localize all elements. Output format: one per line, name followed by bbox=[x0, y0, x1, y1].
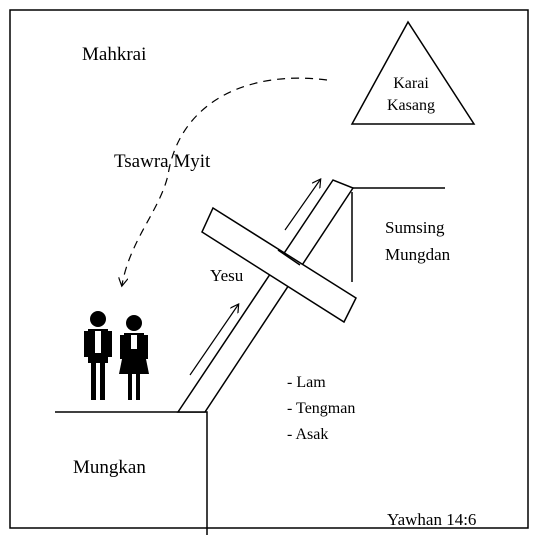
label-yesu: Yesu bbox=[210, 266, 244, 285]
label-asak: - Asak bbox=[287, 426, 328, 443]
arrow-upper bbox=[284, 180, 320, 231]
ground-left bbox=[55, 411, 208, 535]
spirit-arrow bbox=[122, 77, 328, 285]
triangle-icon bbox=[350, 20, 476, 125]
label-tsawra-myit: Tsawra Myit bbox=[114, 151, 211, 172]
arrow-lower bbox=[189, 305, 238, 376]
label-lam: - Lam bbox=[287, 374, 326, 391]
cross-icon bbox=[201, 206, 357, 324]
label-mahkrai: Mahkrai bbox=[82, 44, 146, 65]
label-kasang: Kasang bbox=[387, 97, 435, 114]
man-figure-icon bbox=[84, 311, 112, 400]
label-mungdan: Mungdan bbox=[385, 245, 451, 264]
label-reference: Yawhan 14:6 bbox=[387, 510, 476, 529]
label-sumsing: Sumsing bbox=[385, 218, 445, 237]
label-tengman: - Tengman bbox=[287, 400, 355, 417]
woman-figure-icon bbox=[119, 315, 149, 400]
cross-bar bbox=[201, 206, 357, 324]
label-karai: Karai bbox=[393, 75, 429, 92]
frame bbox=[9, 9, 529, 529]
cross-inner-line bbox=[277, 249, 301, 266]
label-mungkan: Mungkan bbox=[73, 457, 146, 478]
